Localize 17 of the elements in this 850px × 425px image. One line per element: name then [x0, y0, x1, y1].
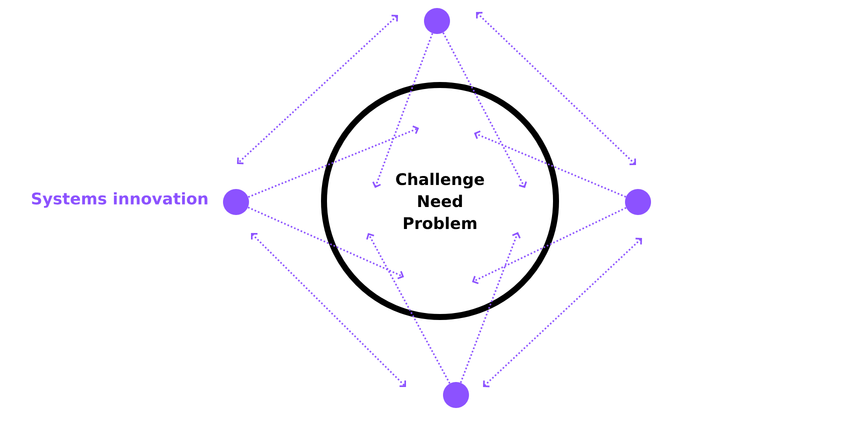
- dot: [443, 382, 469, 408]
- arrow: [442, 32, 527, 188]
- arrow: [460, 232, 521, 383]
- arrow: [251, 232, 406, 388]
- arrow: [237, 14, 398, 164]
- arrow: [472, 207, 626, 284]
- arrow: [476, 12, 636, 166]
- arrow: [483, 238, 642, 388]
- arrow: [248, 206, 404, 280]
- arrow: [474, 130, 626, 198]
- arrow: [366, 233, 450, 384]
- dot: [625, 189, 652, 215]
- dot: [223, 189, 249, 215]
- dot: [424, 8, 450, 34]
- arrow: [248, 125, 419, 198]
- side-label: Systems innovation: [32, 192, 208, 208]
- arrow: [372, 33, 434, 188]
